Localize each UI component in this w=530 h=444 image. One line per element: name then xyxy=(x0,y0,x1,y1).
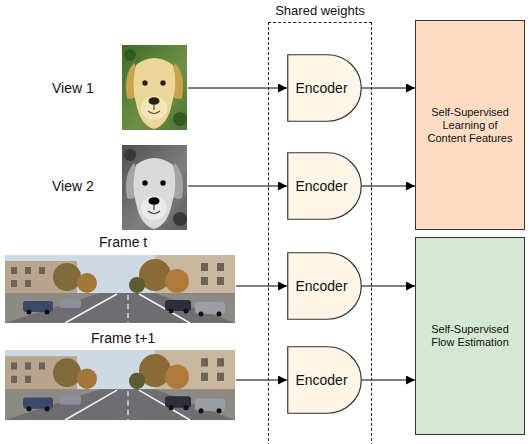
encoder-block: Encoder xyxy=(287,252,362,320)
input-arrow xyxy=(236,380,287,381)
input-arrow xyxy=(188,186,287,187)
task-box: Self-Supervised Flow Estimation xyxy=(415,237,525,435)
input-arrow xyxy=(236,286,287,287)
input-label: Frame t+1 xyxy=(91,330,155,347)
node-label: Encoder xyxy=(295,178,347,195)
view-one-image xyxy=(122,45,187,130)
shared-weights-frame: Shared weightsEncoderEncoderEncoderEncod… xyxy=(268,0,372,444)
encoder-outline xyxy=(288,347,362,414)
group-heading: Shared weights xyxy=(275,3,365,19)
view-two-image xyxy=(122,145,187,230)
input-label: View 2 xyxy=(52,178,94,195)
encoder-outline xyxy=(288,153,362,220)
encoder-block: Encoder xyxy=(287,152,362,220)
input-label: View 1 xyxy=(52,80,94,97)
encoder-outline xyxy=(288,55,362,122)
frame-t1-image xyxy=(5,350,235,420)
flow-arrow xyxy=(362,380,415,381)
encoder-outline xyxy=(288,253,362,320)
flow-arrow xyxy=(362,88,415,89)
flow-arrow xyxy=(362,286,415,287)
frame-t-image xyxy=(5,255,235,323)
input-label: Frame t xyxy=(99,234,147,251)
encoder-block: Encoder xyxy=(287,54,362,122)
node-label: Self-Supervised Learning of Content Feat… xyxy=(422,106,518,145)
node-label: Encoder xyxy=(295,372,347,389)
flow-arrow xyxy=(362,186,415,187)
input-arrow xyxy=(188,88,287,89)
node-label: Encoder xyxy=(295,278,347,295)
encoder-block: Encoder xyxy=(287,346,362,414)
node-label: Self-Supervised Flow Estimation xyxy=(422,323,518,349)
task-box: Self-Supervised Learning of Content Feat… xyxy=(415,20,525,230)
node-label: Encoder xyxy=(295,80,347,97)
